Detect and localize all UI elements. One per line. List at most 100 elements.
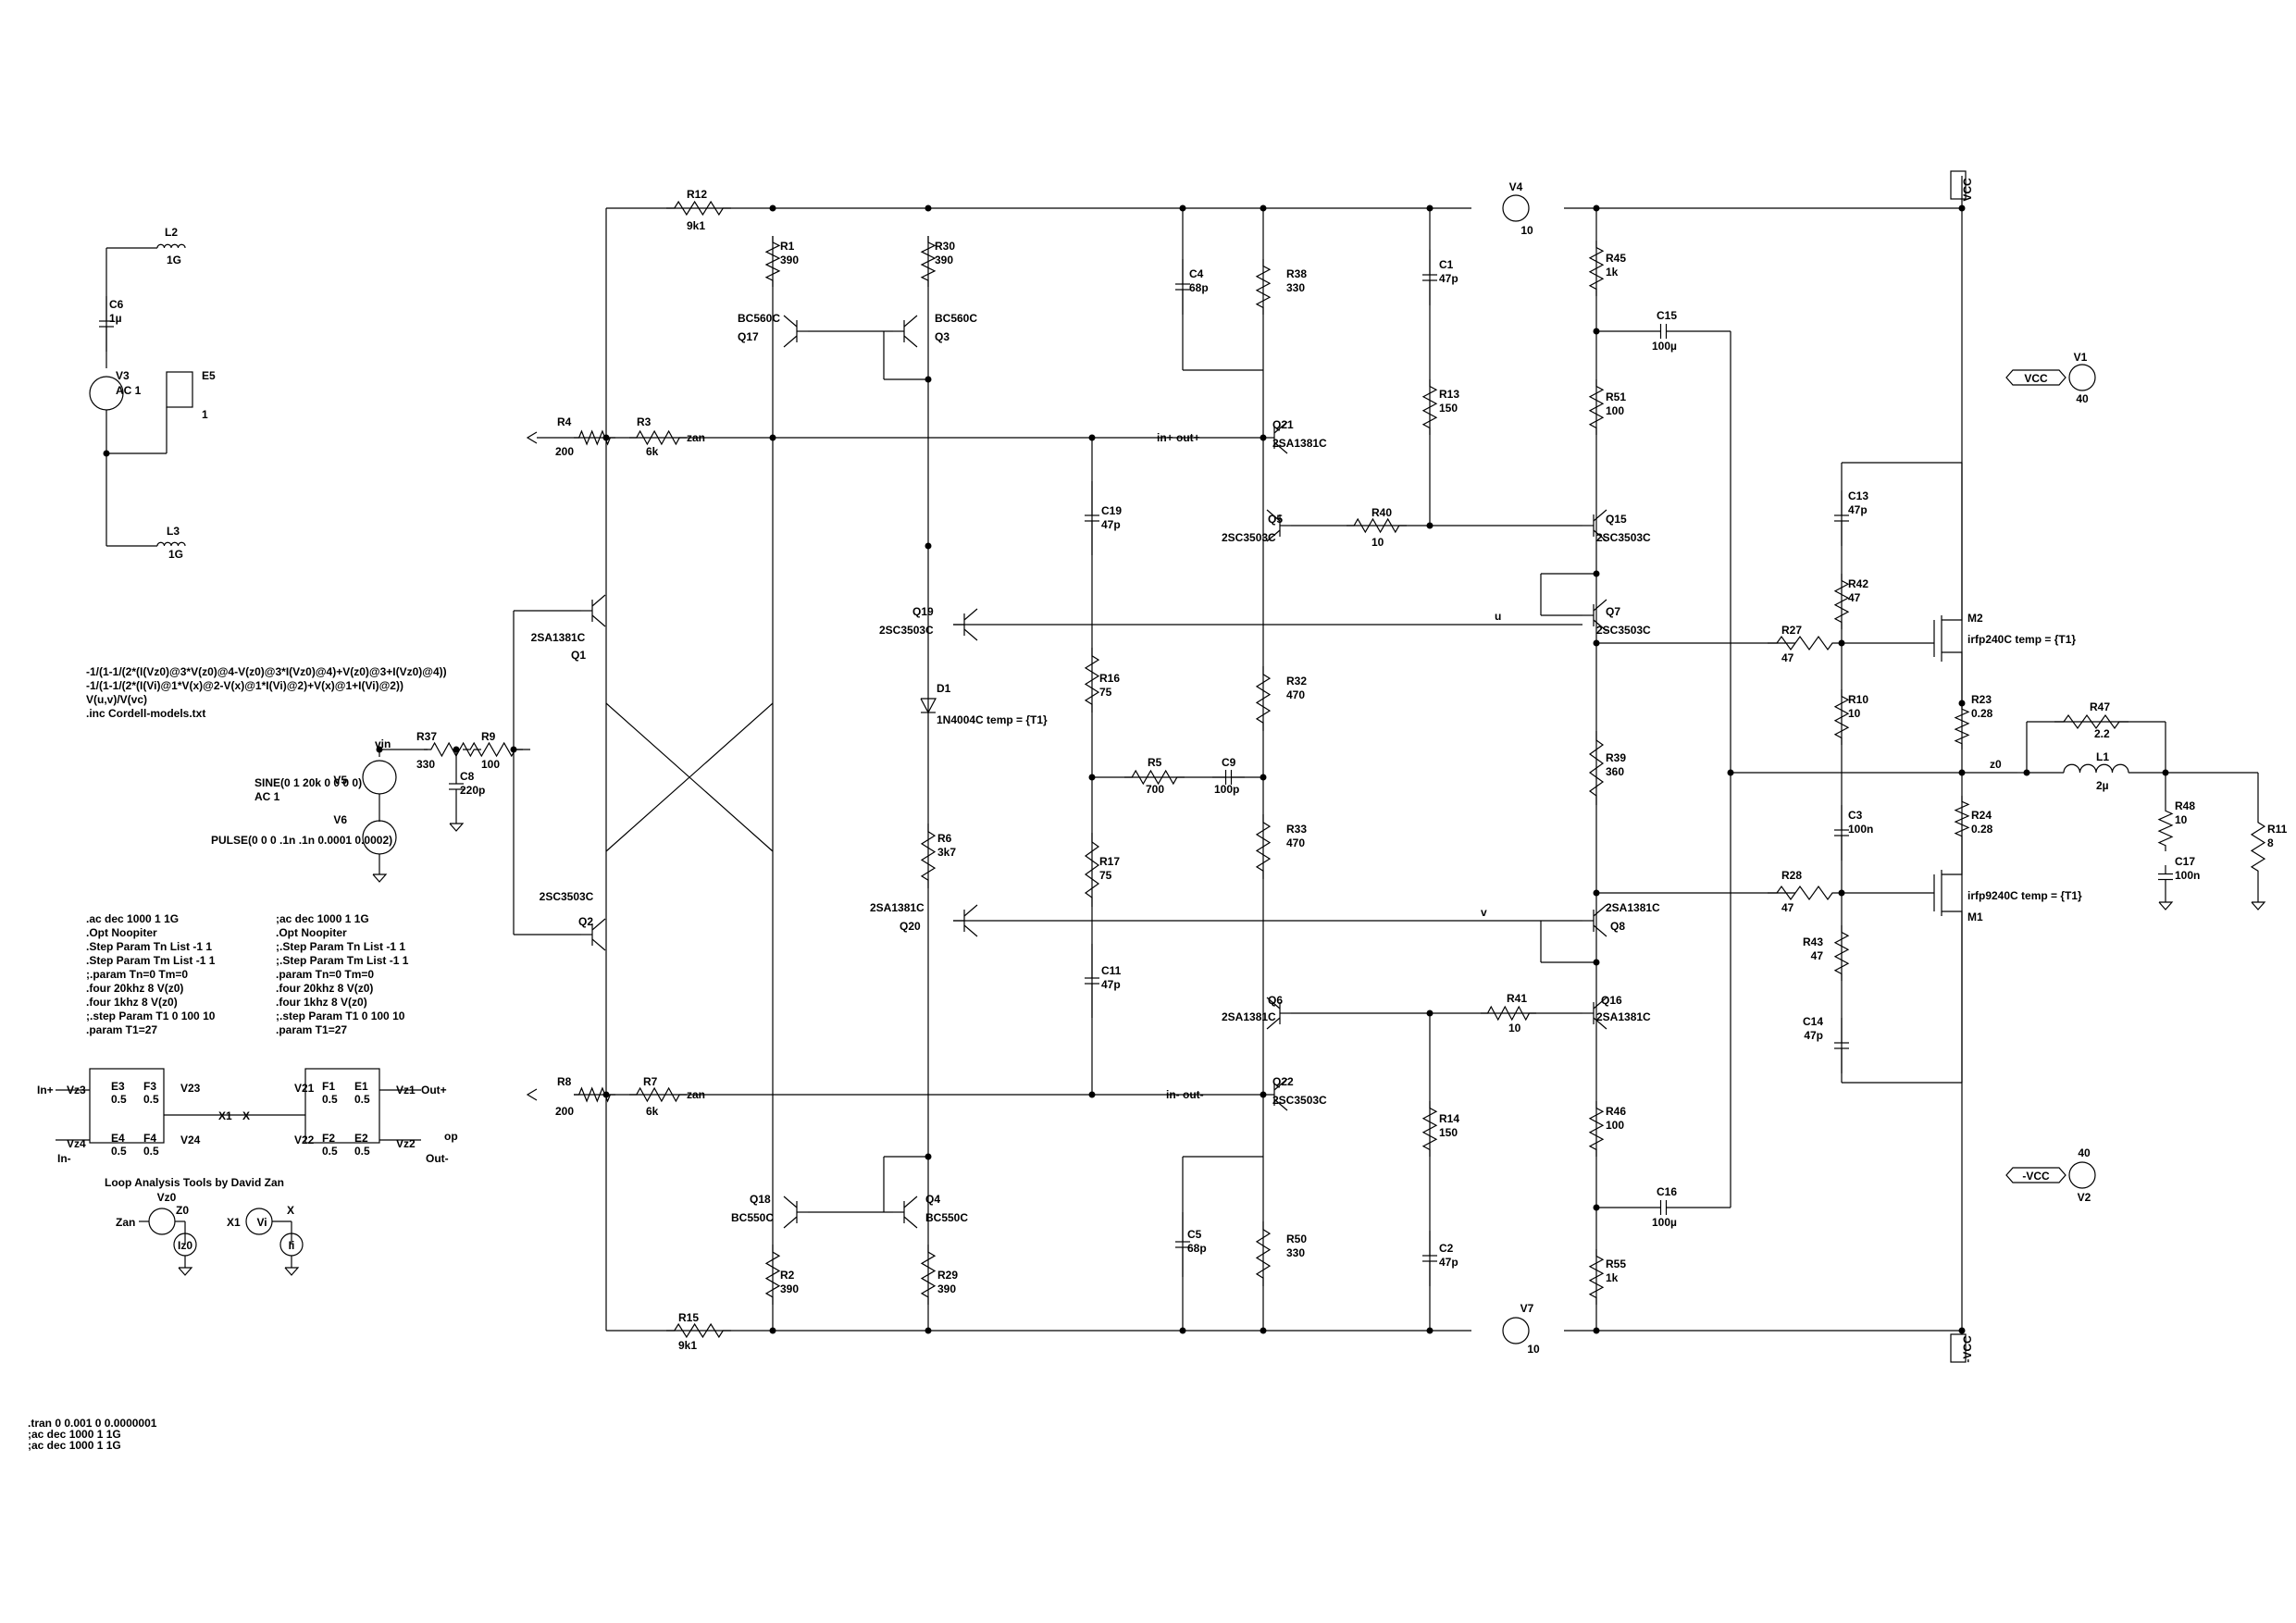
junction-dot (2023, 769, 2030, 776)
value-R41: 10 (1508, 1022, 1521, 1035)
label-C16: C16 (1657, 1185, 1677, 1198)
resistor-R2 (764, 1245, 781, 1305)
transistor-Q1 (581, 594, 606, 627)
label-X1-source: X1 (227, 1216, 241, 1229)
emitter-lead (963, 628, 978, 641)
transistor-Q3 (893, 315, 918, 348)
resistor-R42 (1833, 574, 1850, 629)
value-L1: 2µ (2096, 779, 2109, 792)
capacitor-C2 (1422, 1231, 1437, 1286)
value-R4: 200 (555, 445, 574, 458)
junction-dot (925, 1153, 932, 1160)
collector-lead (783, 315, 798, 328)
value-R27: 47 (1781, 651, 1794, 664)
label-R9: R9 (481, 730, 496, 743)
collector-lead (1273, 421, 1288, 434)
label-net-in-out-minus: in- out- (1166, 1088, 1204, 1101)
directive-line: ;ac dec 1000 1 1G (276, 912, 369, 925)
emitter-lead (1593, 1017, 1607, 1030)
net-arrow-icon (526, 1088, 538, 1101)
resistor-R4 (574, 429, 615, 446)
label-R28: R28 (1781, 869, 1802, 882)
label-Q2: Q2 (578, 915, 593, 928)
value-F2: 0.5 (322, 1145, 338, 1158)
capacitor-C13 (1834, 490, 1849, 546)
transistor-Q19 (953, 608, 978, 641)
inductor-L1 (2063, 763, 2129, 774)
resistor-R28 (1768, 885, 1842, 901)
value-C2: 47p (1439, 1256, 1458, 1269)
label-R43: R43 (1803, 935, 1823, 948)
junction-dot (769, 1327, 776, 1334)
emitter-lead (1266, 529, 1281, 542)
label-R12: R12 (687, 188, 707, 201)
label-R17: R17 (1099, 855, 1120, 868)
collector-lead (903, 315, 918, 328)
junction-dot (1260, 774, 1267, 781)
resistor-R45 (1588, 241, 1605, 296)
junction-dots (103, 204, 2169, 1334)
value-C15: 100µ (1652, 340, 1677, 353)
directive-line: ;.Step Param Tn List -1 1 (276, 940, 405, 953)
label-V21: V21 (294, 1082, 315, 1095)
ground-icon (178, 1267, 193, 1276)
junction-dot (453, 746, 460, 753)
resistor-R38 (1255, 259, 1272, 315)
junction-dot (1838, 639, 1845, 647)
label-C4: C4 (1189, 267, 1204, 280)
label-vcc-bottom: -VCC (1961, 1335, 1974, 1363)
label-M2: M2 (1967, 612, 1983, 625)
junction-dot (376, 746, 383, 753)
resistor-R29 (920, 1245, 937, 1305)
capacitor-C1 (1422, 250, 1437, 305)
label-Vz2: Vz2 (396, 1137, 416, 1150)
collector-lead (1266, 509, 1281, 522)
label-Q5: Q5 (1268, 513, 1283, 526)
label-R5: R5 (1148, 756, 1162, 769)
junction-dot (1426, 1010, 1433, 1017)
source-body (362, 820, 397, 855)
junction-dot (1088, 1091, 1096, 1098)
value-R30: 390 (935, 254, 953, 266)
source-body (89, 376, 124, 411)
value-D1: 1N4004C temp = {T1} (937, 713, 1048, 726)
junction-dot (1958, 204, 1966, 212)
collector-lead (783, 1196, 798, 1208)
label-C8: C8 (460, 770, 475, 783)
label-Vi: Vi (256, 1216, 267, 1229)
emitter-lead (1593, 529, 1607, 542)
value-R40: 10 (1371, 536, 1384, 549)
resistor-R3 (629, 429, 687, 446)
junction-dot (1426, 204, 1433, 212)
value-R47: 2.2 (2094, 727, 2110, 740)
label-Vz4: Vz4 (67, 1137, 86, 1150)
value-R43: 47 (1811, 949, 1824, 962)
label-R10: R10 (1848, 693, 1868, 706)
transistor-Q2 (581, 918, 606, 951)
label-L2: L2 (165, 226, 178, 239)
value-Q5: 2SC3503C (1222, 531, 1276, 544)
resistor-R17 (1084, 833, 1100, 907)
value-R6: 3k7 (937, 846, 956, 859)
directive-line: .param T1=27 (86, 1023, 157, 1036)
value-R10: 10 (1848, 707, 1861, 720)
value-R12: 9k1 (687, 219, 705, 232)
source-V3 (89, 376, 124, 411)
directive-line: .Step Param Tn List -1 1 (86, 940, 212, 953)
transistor-Q17 (783, 315, 808, 348)
label-C19: C19 (1101, 504, 1122, 517)
directive-line: .Step Param Tm List -1 1 (86, 954, 216, 967)
resistor-R39 (1588, 731, 1605, 805)
label-R11: R11 (2267, 823, 2288, 836)
capacitor-C4 (1175, 259, 1190, 315)
resistor-R23 (1954, 703, 1970, 750)
label-X-source: X (287, 1204, 294, 1217)
value-C5: 68p (1187, 1242, 1207, 1255)
resistor-R1 (764, 236, 781, 287)
junction-dot (602, 1091, 610, 1098)
label-V1-net: VCC (2024, 372, 2048, 385)
value-F1: 0.5 (322, 1093, 338, 1106)
resistor-R12 (666, 200, 731, 217)
label-C1: C1 (1439, 258, 1454, 271)
value-R16: 75 (1099, 686, 1112, 699)
